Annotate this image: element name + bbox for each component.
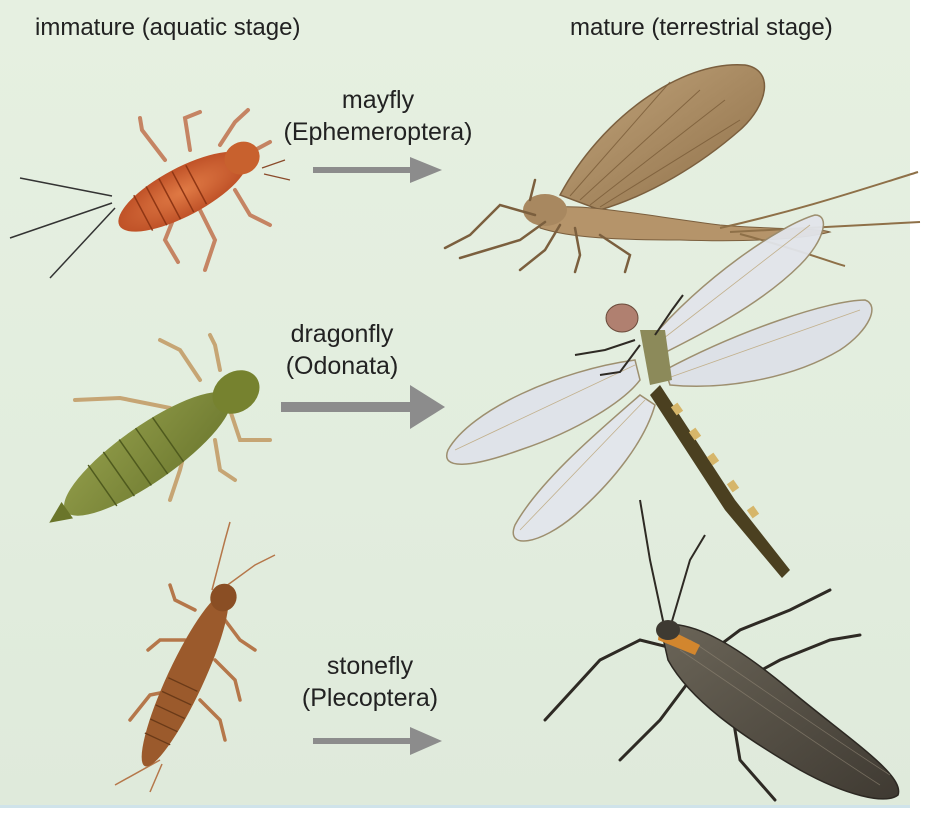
stonefly-caption: stonefly (Plecoptera) [285,650,455,714]
mayfly-adult [445,65,920,272]
mayfly-caption: mayfly (Ephemeroptera) [278,84,478,148]
immature-stage-header: immature (aquatic stage) [35,14,300,42]
stonefly-nymph [115,522,275,792]
mature-stage-header: mature (terrestrial stage) [570,14,833,42]
dragonfly-order-name: (Odonata) [257,350,427,382]
arrow-right-icon [313,157,442,183]
stonefly-common-name: stonefly [285,650,455,682]
mayfly-nymph [10,110,290,278]
arrow-right-icon [281,385,445,429]
arrow-right-icon [313,727,442,755]
dragonfly-nymph [33,335,272,546]
dragonfly-adult [447,215,872,578]
dragonfly-caption: dragonfly (Odonata) [257,318,427,382]
mayfly-order-name: (Ephemeroptera) [278,116,478,148]
dragonfly-common-name: dragonfly [257,318,427,350]
stonefly-order-name: (Plecoptera) [285,682,455,714]
mayfly-common-name: mayfly [278,84,478,116]
stonefly-adult [545,500,899,800]
